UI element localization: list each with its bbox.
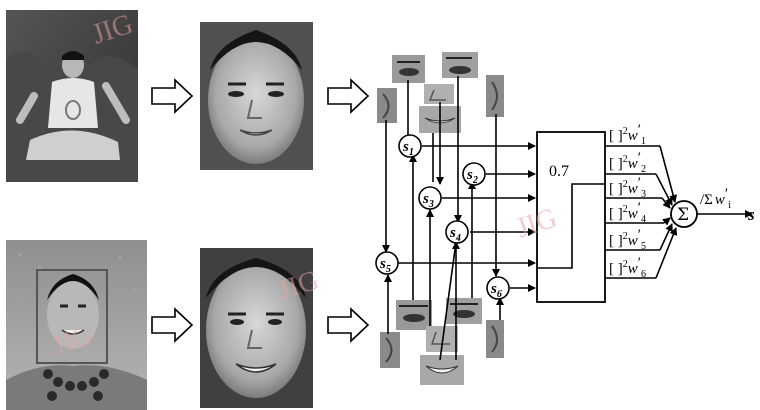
patch-ear-right-top <box>486 75 504 117</box>
output-label: s <box>747 205 755 224</box>
node-s4: s4 <box>446 221 468 244</box>
patch-mouth-bottom <box>420 355 464 385</box>
weight-label-5: [ ]2w′5 <box>609 227 646 252</box>
patch-ear-right-bottom <box>486 320 504 358</box>
weight-label-2: [ ]2w′2 <box>609 150 646 175</box>
threshold-value: 0.7 <box>549 163 569 180</box>
summation-node: Σ <box>671 201 697 227</box>
weight-label-4: [ ]2w′4 <box>609 200 646 225</box>
hollow-arrow-1 <box>152 80 192 112</box>
patch-ear-left-top <box>377 88 397 123</box>
hollow-arrow-2 <box>328 80 368 112</box>
patch-nose-top <box>424 84 454 104</box>
summation-symbol: Σ <box>677 205 689 225</box>
node-s6: s6 <box>487 277 509 300</box>
patch-left-eye-bottom <box>446 298 482 324</box>
watermark-4: JIG <box>513 203 561 245</box>
feature-patches <box>377 52 504 385</box>
node-s3: s3 <box>419 187 441 210</box>
weight-label-1: [ ]2w′1 <box>609 122 646 147</box>
node-s1: s1 <box>399 135 421 158</box>
node-s5: s5 <box>376 252 398 275</box>
weight-label-3: [ ]2w′3 <box>609 175 646 200</box>
patch-right-eye-top <box>392 55 425 83</box>
patch-ear-left-bottom <box>380 332 400 368</box>
weight-label-6: [ ]2w′6 <box>609 255 646 280</box>
hollow-arrow-4 <box>328 309 368 341</box>
face-top-cropped <box>200 22 313 170</box>
node-s2: s2 <box>463 163 485 186</box>
patch-left-eye-top <box>442 52 478 78</box>
patch-right-eye-bottom <box>396 300 432 330</box>
hollow-arrow-3 <box>152 309 192 341</box>
